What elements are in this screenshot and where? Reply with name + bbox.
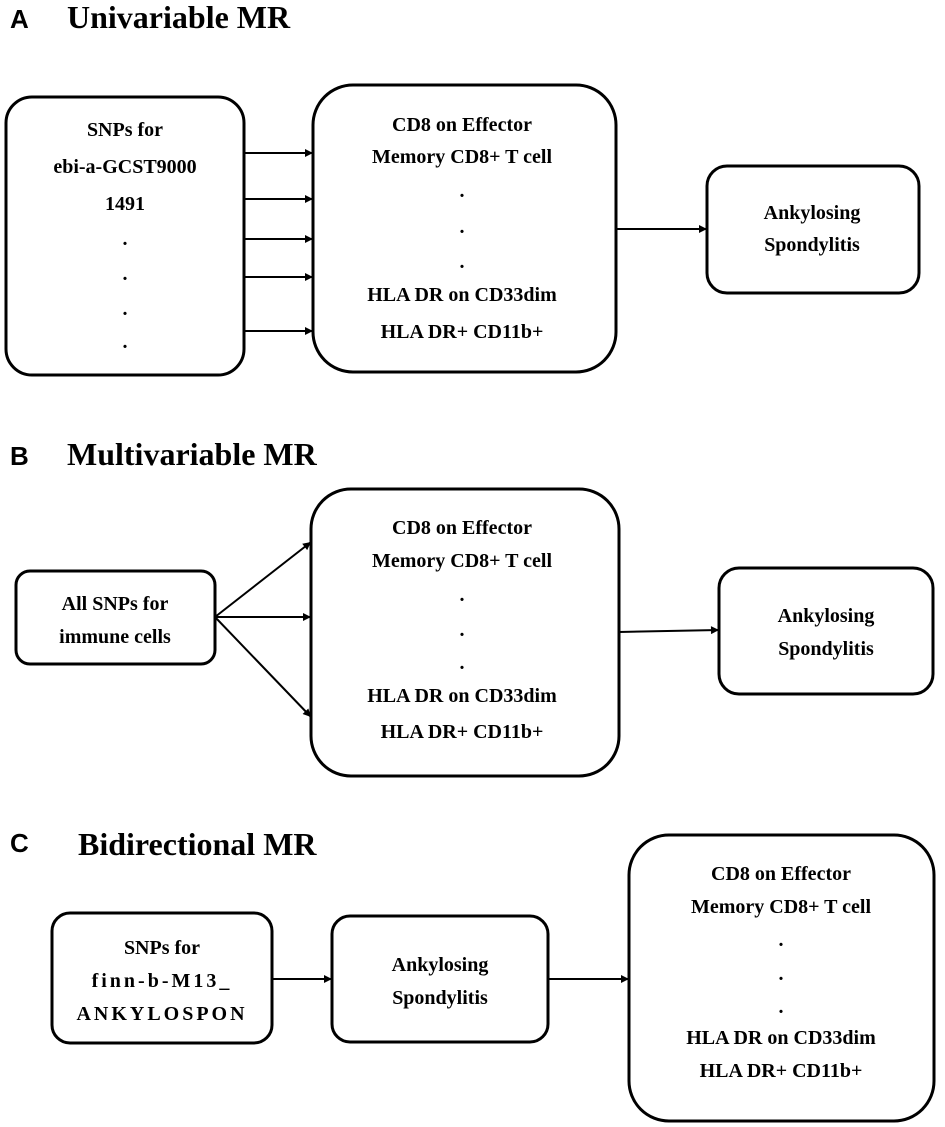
- panel-a-outcome-line2: Spondylitis: [764, 234, 860, 256]
- panel-b-snps-rect: [14, 569, 217, 666]
- panel-a-outcome-box: Ankylosing Spondylitis: [705, 164, 921, 295]
- panel-c-title: Bidirectional MR: [78, 826, 317, 862]
- panel-a-snps-line1: SNPs for: [87, 119, 163, 141]
- panel-a-snps-dot: .: [123, 263, 128, 285]
- panel-b-cells-dot: .: [460, 652, 465, 674]
- panel-a: A Univariable MR SNPs for ebi-a-GCST9000…: [4, 0, 921, 377]
- panel-a-cells-dot: .: [460, 180, 465, 202]
- panel-c-snps-line2: finn-b-M13_: [92, 970, 233, 992]
- panel-b-cells-line2: Memory CD8+ T cell: [372, 550, 553, 572]
- panel-a-title: Univariable MR: [67, 0, 291, 35]
- panel-b-cells-line3: HLA DR on CD33dim: [367, 685, 557, 707]
- panel-b-outcome-rect: [717, 566, 935, 696]
- panel-b-cells-line1: CD8 on Effector: [392, 517, 532, 539]
- panel-c-cells-line2: Memory CD8+ T cell: [691, 896, 872, 918]
- panel-b: B Multivariable MR All SNPs for immune c…: [10, 436, 935, 778]
- panel-a-outcome-line1: Ankylosing: [764, 202, 861, 224]
- panel-c-exposure-rect: [330, 914, 550, 1044]
- panel-b-snps-line2: immune cells: [59, 626, 171, 648]
- panel-c-exposure-line2: Spondylitis: [392, 987, 488, 1009]
- panel-c-cells-dot: .: [779, 929, 784, 951]
- panel-a-cells-box: CD8 on Effector Memory CD8+ T cell . . .…: [311, 83, 618, 374]
- panel-a-snps-box: SNPs for ebi-a-GCST9000 1491 . . . .: [4, 95, 246, 377]
- panel-c-cells-rect: [627, 833, 936, 1123]
- panel-a-snps-dot: .: [123, 298, 128, 320]
- panel-a-outcome-rect: [705, 164, 921, 295]
- panel-b-snps-box: All SNPs for immune cells: [14, 569, 217, 666]
- panel-b-title: Multivariable MR: [67, 436, 318, 472]
- panel-a-cells-line3: HLA DR on CD33dim: [367, 284, 557, 306]
- panel-b-cells-box: CD8 on Effector Memory CD8+ T cell . . .…: [309, 487, 621, 778]
- panel-c-snps-line3: ANKYLOSPON: [76, 1003, 247, 1025]
- panel-c: C Bidirectional MR SNPs for finn-b-M13_ …: [10, 826, 936, 1123]
- panel-b-cells-rect: [309, 487, 621, 778]
- panel-a-cells-line4: HLA DR+ CD11b+: [381, 321, 544, 343]
- panel-b-snps-line1: All SNPs for: [62, 593, 169, 615]
- panel-b-cells-line4: HLA DR+ CD11b+: [381, 721, 544, 743]
- panel-c-cells-dot: .: [779, 996, 784, 1018]
- panel-b-cells-dot: .: [460, 619, 465, 641]
- panel-b-arrow: [214, 541, 312, 618]
- panel-a-cells-line2: Memory CD8+ T cell: [372, 146, 553, 168]
- panel-b-letter: B: [10, 441, 29, 471]
- panel-b-outcome-line1: Ankylosing: [778, 605, 875, 627]
- panel-c-snps-line1: SNPs for: [124, 937, 200, 959]
- panel-b-cells-dot: .: [460, 584, 465, 606]
- panel-c-cells-line4: HLA DR+ CD11b+: [700, 1060, 863, 1082]
- panel-b-outcome-line2: Spondylitis: [778, 638, 874, 660]
- panel-b-outcome-box: Ankylosing Spondylitis: [717, 566, 935, 696]
- panel-a-snps-line2: ebi-a-GCST9000: [53, 156, 196, 178]
- panel-b-arrow: [618, 626, 720, 635]
- panel-c-cells-line1: CD8 on Effector: [711, 863, 851, 885]
- panel-c-snps-box: SNPs for finn-b-M13_ ANKYLOSPON: [50, 911, 274, 1045]
- panel-a-snps-dot: .: [123, 228, 128, 250]
- panel-c-cells-box: CD8 on Effector Memory CD8+ T cell . . .…: [627, 833, 936, 1123]
- panel-c-cells-dot: .: [779, 963, 784, 985]
- panel-a-snps-dot: .: [123, 331, 128, 353]
- panel-a-cells-dot: .: [460, 251, 465, 273]
- panel-b-arrow: [214, 616, 312, 718]
- panel-a-snps-rect: [4, 95, 246, 377]
- panel-a-snps-line3: 1491: [105, 193, 145, 215]
- panel-a-cells-line1: CD8 on Effector: [392, 114, 532, 136]
- panel-a-letter: A: [10, 4, 29, 34]
- panel-a-cells-dot: .: [460, 216, 465, 238]
- panel-c-exposure-box: Ankylosing Spondylitis: [330, 914, 550, 1044]
- panel-c-letter: C: [10, 828, 29, 858]
- panel-c-exposure-line1: Ankylosing: [392, 954, 489, 976]
- panel-c-cells-line3: HLA DR on CD33dim: [686, 1027, 876, 1049]
